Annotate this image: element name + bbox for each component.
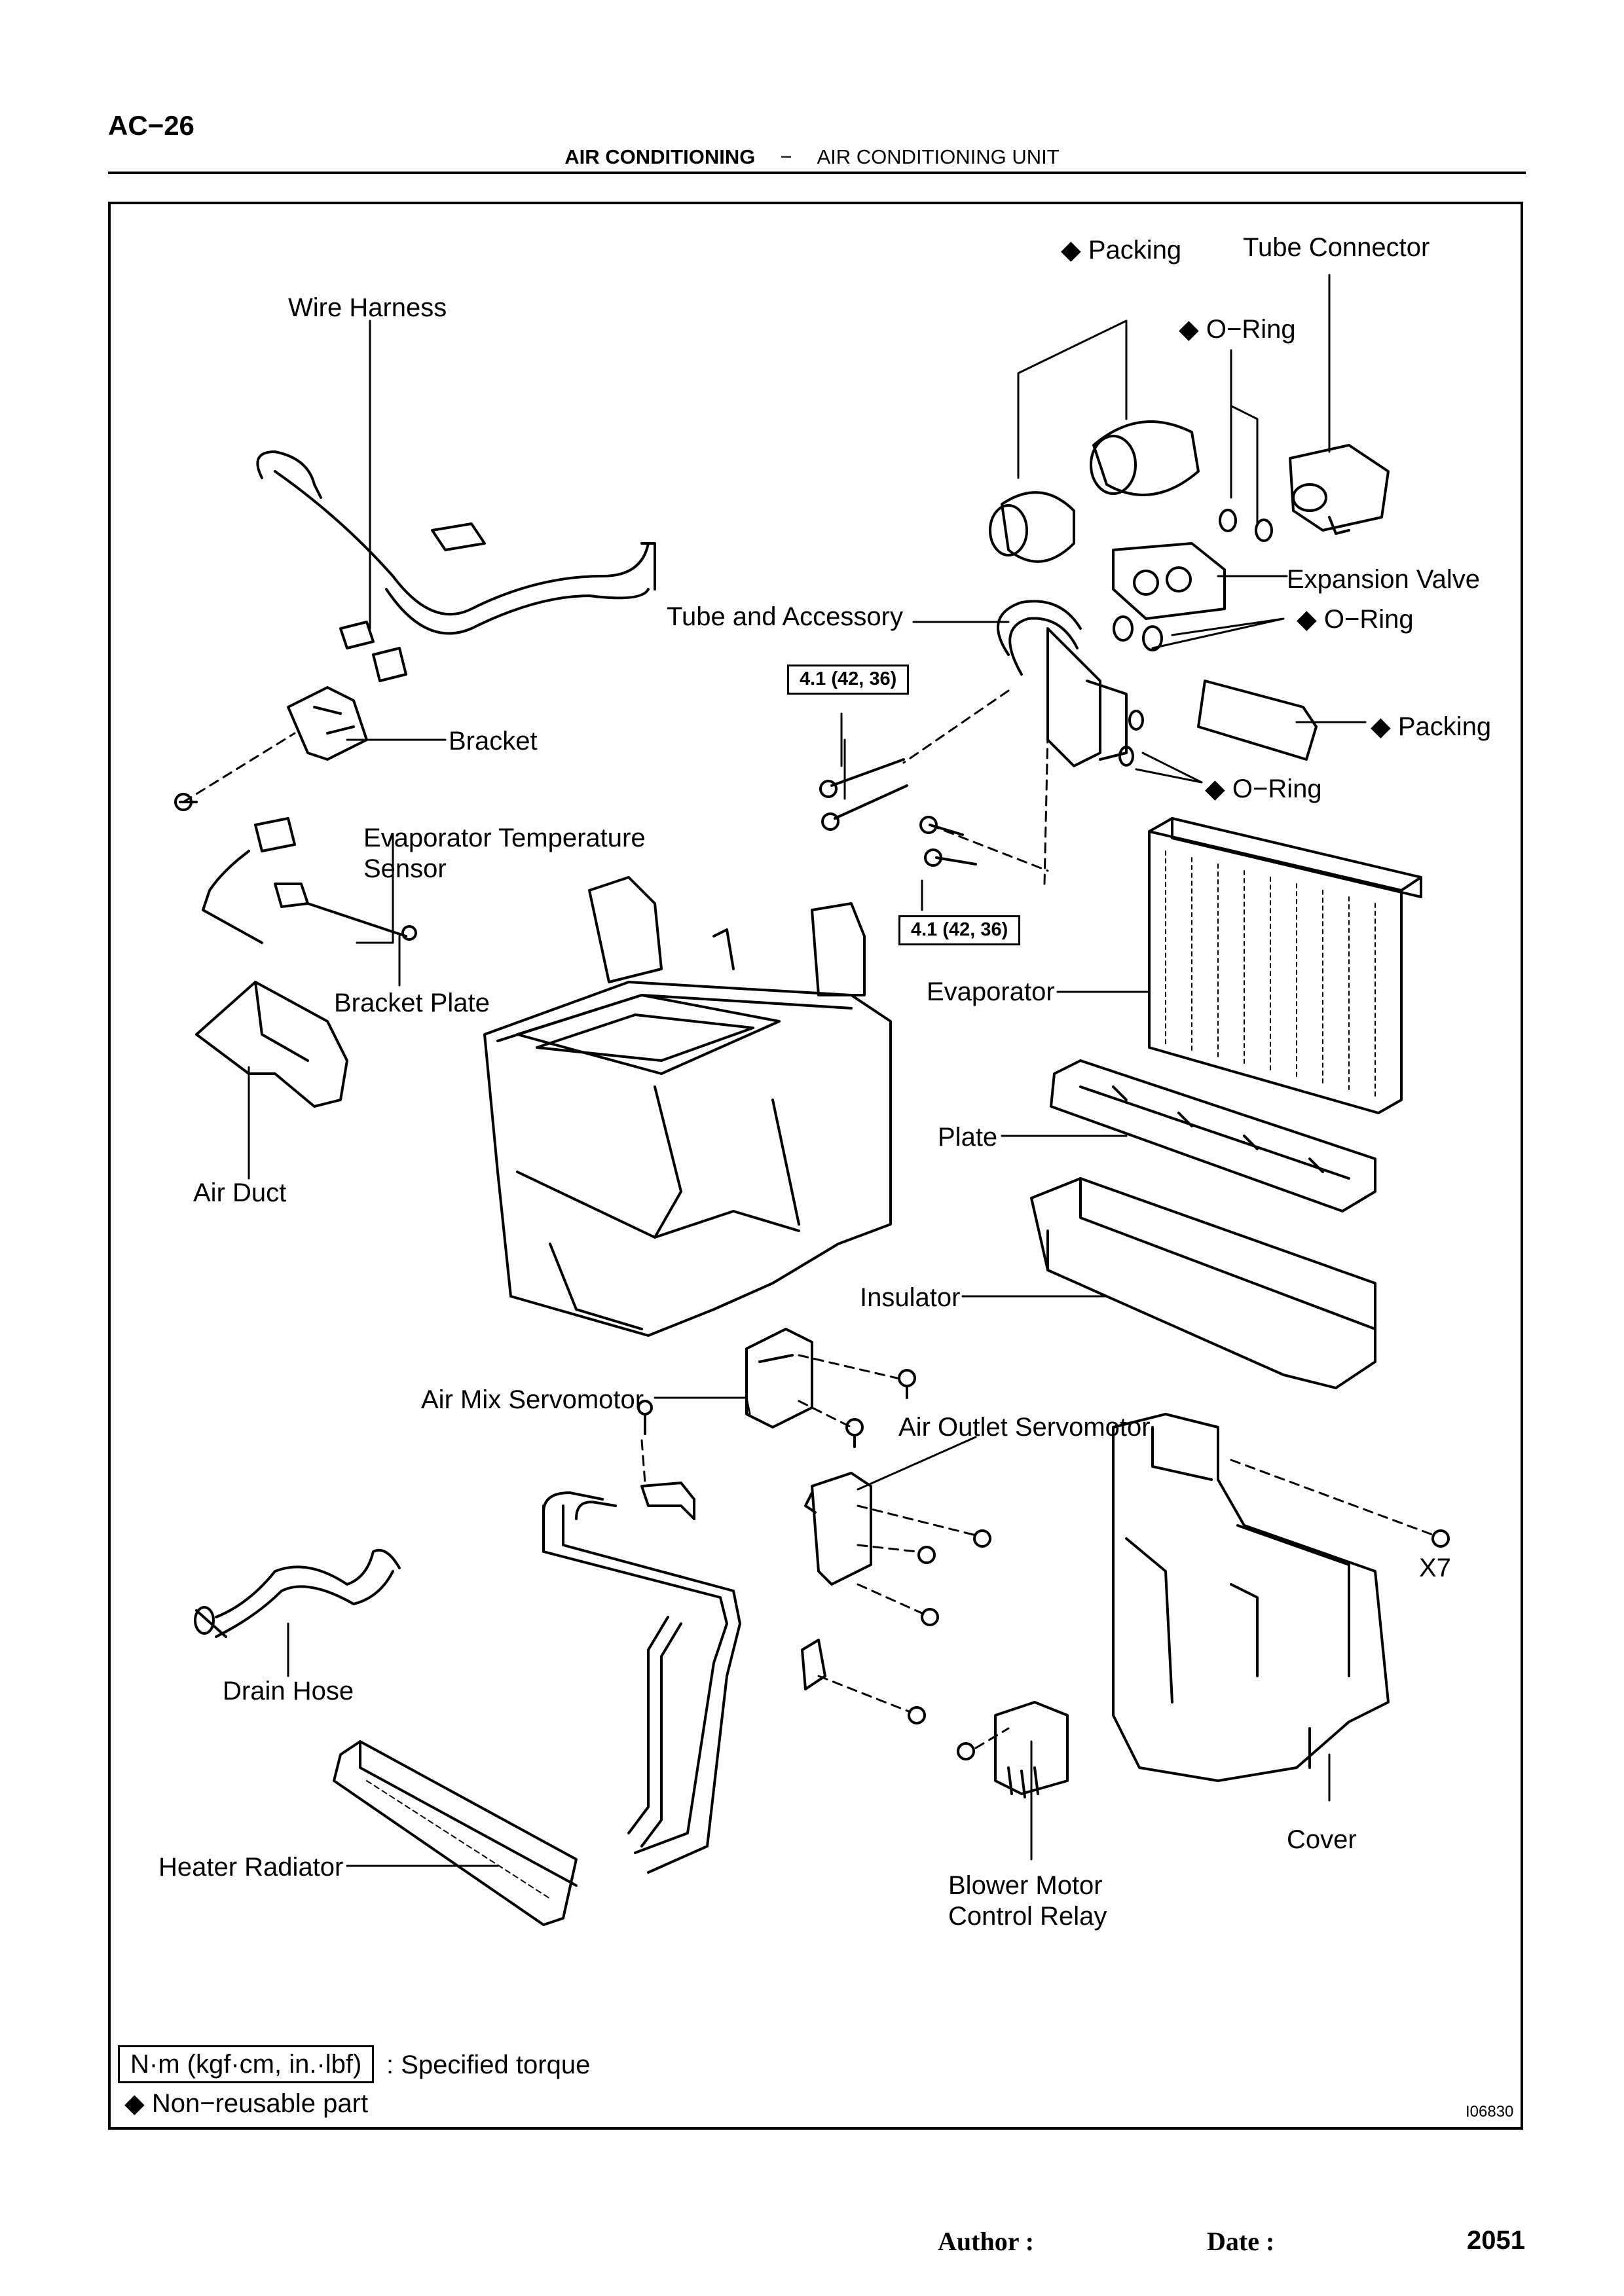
section-header: AIR CONDITIONING − AIR CONDITIONING UNIT [0,145,1624,169]
packing-top-part [989,420,1200,563]
screws-left [174,793,198,811]
label-heater-radiator: Heater Radiator [158,1853,344,1882]
clip-part [640,1482,826,1690]
label-blower-relay-line2: Control Relay [948,1902,1107,1931]
cover-part [1112,1413,1390,1782]
exploded-parts-diagram [174,274,1450,1926]
footer-author-label: Author : [938,2227,1035,2256]
label-evaporator: Evaporator [927,977,1055,1006]
evaporator-part [1148,817,1422,1114]
legend-unit-box: N·m (kgf·cm, in.·lbf) [118,2045,375,2083]
footer-date-label: Date : [1207,2227,1275,2256]
diagram-frame [108,202,1523,2130]
label-bracket-plate: Bracket Plate [334,989,490,1017]
header-rule [108,172,1526,174]
plate-part [1050,1059,1376,1212]
label-expansion-valve: Expansion Valve [1287,565,1480,594]
page-number: 2051 [1467,2226,1525,2255]
o-rings-top [1219,509,1273,542]
drain-hose-part [194,1548,401,1638]
air-mix-servomotor-part [745,1328,813,1429]
figure-code: I06830 [1466,2103,1514,2121]
blower-relay-part [994,1701,1069,1798]
label-blower-relay-line1: Blower Motor [948,1871,1103,1900]
screws-mid [637,1369,1450,1760]
dashed-fastener-paths [182,689,1435,1749]
label-packing-top: ◆ Packing [1061,236,1182,264]
air-duct-part [195,981,348,1108]
label-plate: Plate [938,1123,998,1152]
legend-unit-description: : Specified torque [386,2050,591,2079]
label-o-ring-2: ◆ O−Ring [1297,605,1414,634]
tube-connector-part [1289,444,1390,535]
air-outlet-servomotor-part [804,1472,872,1586]
torque-spec-2: 4.1 (42, 36) [898,915,1021,945]
torque-spec-1: 4.1 (42, 36) [787,665,910,695]
heater-pipes-part [542,1491,741,1874]
label-o-ring-1: ◆ O−Ring [1179,315,1296,344]
insulator-part [1030,1177,1376,1389]
label-insulator: Insulator [860,1283,961,1312]
subsection-title: AIR CONDITIONING UNIT [817,145,1060,168]
label-evap-temp-sensor-line2: Sensor [363,854,447,883]
label-drain-hose: Drain Hose [223,1677,354,1705]
bolts [819,758,977,867]
bracket-part [287,686,368,761]
label-packing-mid: ◆ Packing [1371,712,1492,741]
evap-temp-sensor-part [202,817,296,944]
label-tube-connector: Tube Connector [1243,233,1430,262]
wire-harness-part [256,450,656,682]
label-air-duct: Air Duct [193,1178,287,1207]
legend-non-reusable: ◆ Non−reusable part [124,2089,369,2118]
section-separator: − [780,145,792,168]
leader-lines [248,274,1367,1867]
label-air-mix-servomotor: Air Mix Servomotor [421,1385,644,1414]
expansion-valve-part [1112,542,1226,620]
packing-mid-part [1197,680,1318,761]
label-bracket: Bracket [449,727,538,756]
bracket-plate-part [274,883,417,941]
label-evap-temp-sensor-line1: Evaporator Temperature [363,824,646,852]
label-tube-and-accessory: Tube and Accessory [667,602,903,631]
page-code: AC−26 [108,110,194,141]
heater-case-part [483,876,892,1337]
label-cover: Cover [1287,1825,1357,1854]
section-title: AIR CONDITIONING [564,145,756,168]
label-x7: X7 [1419,1554,1451,1582]
tube-and-accessory-part [997,600,1128,767]
heater-radiator-part [333,1740,578,1926]
label-air-outlet-servomotor: Air Outlet Servomotor [898,1413,1151,1442]
label-o-ring-3: ◆ O−Ring [1205,774,1322,803]
label-wire-harness: Wire Harness [288,293,447,322]
